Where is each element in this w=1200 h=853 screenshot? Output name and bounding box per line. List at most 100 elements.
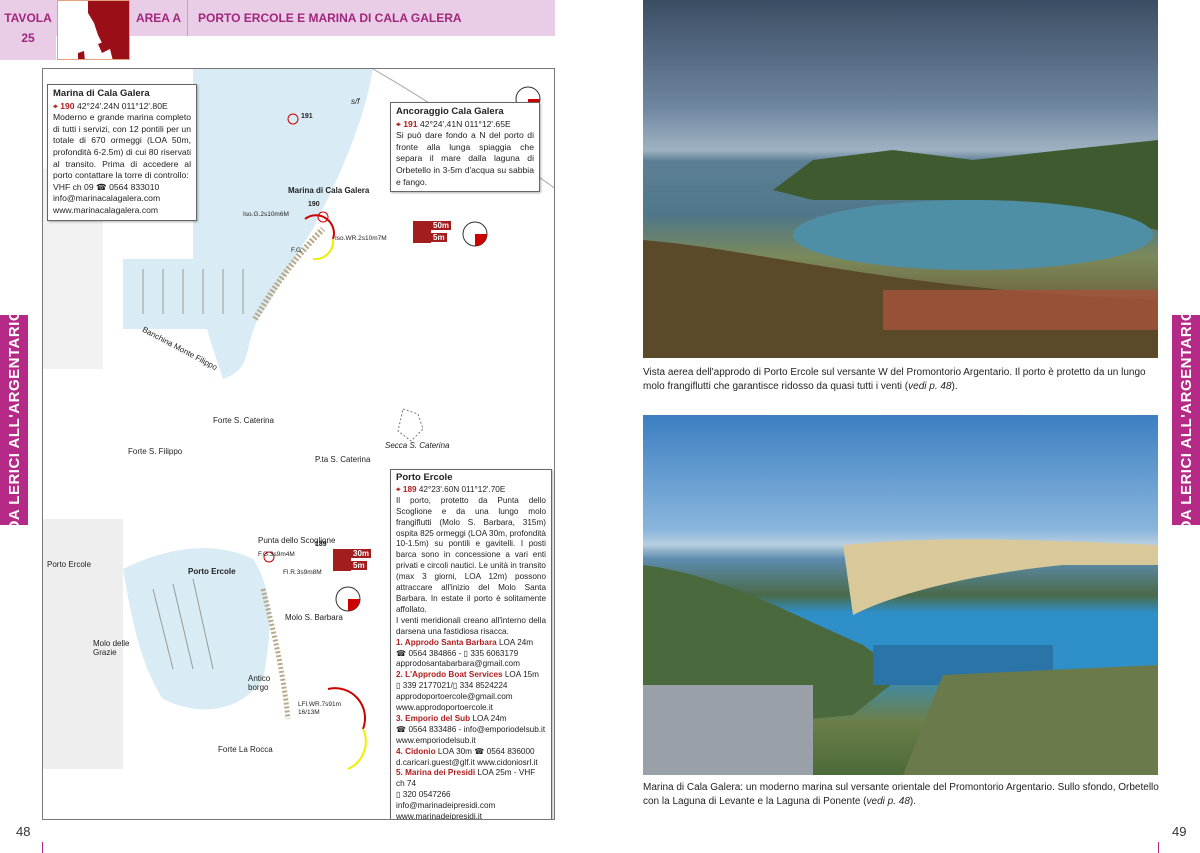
label-forte-filippo: Forte S. Filippo xyxy=(128,447,183,456)
contact-line: www.marinadeipresidi.it xyxy=(396,812,483,820)
loa-badge: 30m xyxy=(351,549,372,558)
page-reference: vedi p. 48 xyxy=(908,381,952,392)
caption-text: Vista aerea dell'approdo di Porto Ercole… xyxy=(643,367,1146,392)
box-text: Si può dare fondo a N del porto di front… xyxy=(396,130,534,187)
side-tab-label: DA LERICI ALL'ARGENTARIO xyxy=(5,308,23,532)
side-tab-left: DA LERICI ALL'ARGENTARIO xyxy=(0,309,28,531)
crop-mark xyxy=(1158,842,1159,853)
label-forte-caterina: Forte S. Caterina xyxy=(213,416,274,425)
contact-info: LOA 15m xyxy=(504,670,540,680)
info-box-cala-galera: Marina di Cala Galera ⌖ 190 42°24'.24N 0… xyxy=(47,84,197,221)
contact-entry: 5. Marina dei Presidi LOA 25m - VHF ch 7… xyxy=(396,768,546,820)
contact-line: approdoportoercole@gmail.com xyxy=(396,692,513,702)
label-pta-caterina: P.ta S. Caterina xyxy=(315,455,371,464)
contact-line: www.emporiodelsub.it xyxy=(396,735,476,745)
light-label: LFl.WR.7s91m 16/13M xyxy=(298,701,341,716)
label-forte-rocca: Forte La Rocca xyxy=(218,745,273,754)
contact-info: LOA 30m ☎ 0564 836000 xyxy=(437,746,535,756)
waypoint-icon: ⌖ xyxy=(396,118,404,129)
light-label: Iso.WR.2s10m7M xyxy=(335,235,387,242)
contact-name: 5. Marina dei Presidi xyxy=(396,768,476,778)
label-porto-ercole-town: Porto Ercole xyxy=(47,560,92,569)
contact-name: 3. Emporio del Sub xyxy=(396,713,471,723)
vhf-phone: VHF ch 09 ☎ 0564 833010 xyxy=(53,181,160,192)
photo-porto-ercole xyxy=(643,0,1158,358)
coords: 42°24'.24N 011°12'.80E xyxy=(76,100,168,111)
photo-cala-galera xyxy=(643,415,1158,775)
depth-badge: 5m xyxy=(431,233,447,242)
waypoint-191: 191 xyxy=(301,113,313,120)
box-title: Ancoraggio Cala Galera xyxy=(396,106,504,117)
box-title: Marina di Cala Galera xyxy=(53,88,150,99)
contact-entry: 1. Approdo Santa Barbara LOA 24m☎ 0564 3… xyxy=(396,638,546,671)
light-label: Iso.G.2s10m6M xyxy=(243,211,289,218)
crop-mark xyxy=(42,842,43,853)
label-antico-borgo: Antico borgo xyxy=(248,674,271,692)
coords: 42°23'.60N 011°12'.70E xyxy=(418,484,506,494)
waypoint-189: 189 xyxy=(315,541,327,548)
side-tab-label: DA LERICI ALL'ARGENTARIO xyxy=(1177,308,1195,532)
waypoint-number: 190 xyxy=(60,100,75,111)
tavola-number: 25 xyxy=(21,31,35,45)
contact-line: ▯ 339 2177021/▯ 334 8524224 xyxy=(396,681,508,691)
website: www.marinacalagalera.com xyxy=(53,204,159,215)
waypoint-number: 189 xyxy=(402,484,417,494)
label-secca: Secca S. Caterina xyxy=(385,441,450,450)
contact-name: 4. Cidonio xyxy=(396,746,436,756)
info-box-porto-ercole: Porto Ercole ⌖ 189 42°23'.60N 011°12'.70… xyxy=(390,469,552,820)
waypoint-number: 191 xyxy=(403,118,418,129)
contact-line: ▯ 320 0547266 info@marinadeipresidi.com xyxy=(396,790,496,811)
nautical-chart: Marina di Cala Galera Banchina Monte Fil… xyxy=(42,68,555,820)
box-text: Il porto, protetto da Punta dello Scogli… xyxy=(396,495,546,614)
contact-line: approdosantabarbara@gmail.com xyxy=(396,659,520,669)
locator-map-thumbnail xyxy=(57,0,130,60)
contact-line: ☎ 0564 833486 - info@emporiodelsub.it xyxy=(396,724,546,734)
caption-top: Vista aerea dell'approdo di Porto Ercole… xyxy=(643,366,1163,394)
contact-list: 1. Approdo Santa Barbara LOA 24m☎ 0564 3… xyxy=(396,638,546,820)
light-label: F.G.3s9m4M xyxy=(258,551,295,558)
label-porto-ercole-harbour: Porto Ercole xyxy=(188,567,236,576)
contact-info: LOA 25m - VHF ch 74 xyxy=(396,768,536,789)
box-text: I venti meridionali creano all'interno d… xyxy=(396,615,546,636)
caption-end: ). xyxy=(951,381,958,392)
light-label: Fl.R.3s9m8M xyxy=(283,569,322,576)
label-molo-barbara: Molo S. Barbara xyxy=(285,613,343,622)
box-text: Moderno e grande marina completo di tutt… xyxy=(53,112,191,181)
label-molo-grazie: Molo delle Grazie xyxy=(93,639,130,657)
tavola-badge: TAVOLA 25 xyxy=(0,0,56,60)
contact-line: ☎ 0564 384866 - ▯ 335 6063179 xyxy=(396,648,519,658)
light-label: F.G. xyxy=(291,247,303,254)
caption-text: Marina di Cala Galera: un moderno marina… xyxy=(643,782,1159,807)
depth-badge: 5m xyxy=(351,561,367,570)
contact-line: www.approdoportoercole.it xyxy=(396,703,493,713)
tavola-label: TAVOLA xyxy=(4,11,52,25)
info-box-ancoraggio: Ancoraggio Cala Galera ⌖ 191 42°24'.41N … xyxy=(390,102,540,193)
contact-name: 2. L'Approdo Boat Services xyxy=(396,670,503,680)
box-title: Porto Ercole xyxy=(396,472,453,483)
side-tab-right: DA LERICI ALL'ARGENTARIO xyxy=(1172,309,1200,531)
loa-badge: 50m xyxy=(431,221,452,230)
waypoint-190: 190 xyxy=(308,201,320,208)
contact-info: LOA 24m xyxy=(498,637,534,647)
contact-info: LOA 24m xyxy=(472,713,507,723)
caption-bottom: Marina di Cala Galera: un moderno marina… xyxy=(643,781,1163,809)
page-number-right: 49 xyxy=(1172,824,1187,839)
page-title: PORTO ERCOLE E MARINA DI CALA GALERA xyxy=(198,11,462,25)
coords: 42°24'.41N 011°12'.65E xyxy=(419,118,511,129)
waypoint-icon: ⌖ xyxy=(53,100,61,111)
label-scoglione: Punta dello Scoglione xyxy=(258,536,336,545)
label-marina-cala-galera: Marina di Cala Galera xyxy=(288,186,370,195)
contact-entry: 2. L'Approdo Boat Services LOA 15m▯ 339 … xyxy=(396,670,546,714)
area-label: AREA A xyxy=(130,0,188,36)
page-number-left: 48 xyxy=(16,824,31,839)
contact-name: 1. Approdo Santa Barbara xyxy=(396,637,497,647)
seabed-label: s/f xyxy=(351,97,360,106)
page-reference: vedi p. 48 xyxy=(866,796,910,807)
email: info@marinacalagalera.com xyxy=(53,193,161,204)
contact-entry: 3. Emporio del Sub LOA 24m☎ 0564 833486 … xyxy=(396,714,546,747)
caption-end: ). xyxy=(909,796,916,807)
waypoint-icon: ⌖ xyxy=(396,484,403,494)
contact-line: d.caricari.guest@glf.it www.cidoniosrl.i… xyxy=(396,757,538,767)
compass-rose-icon xyxy=(462,221,488,247)
